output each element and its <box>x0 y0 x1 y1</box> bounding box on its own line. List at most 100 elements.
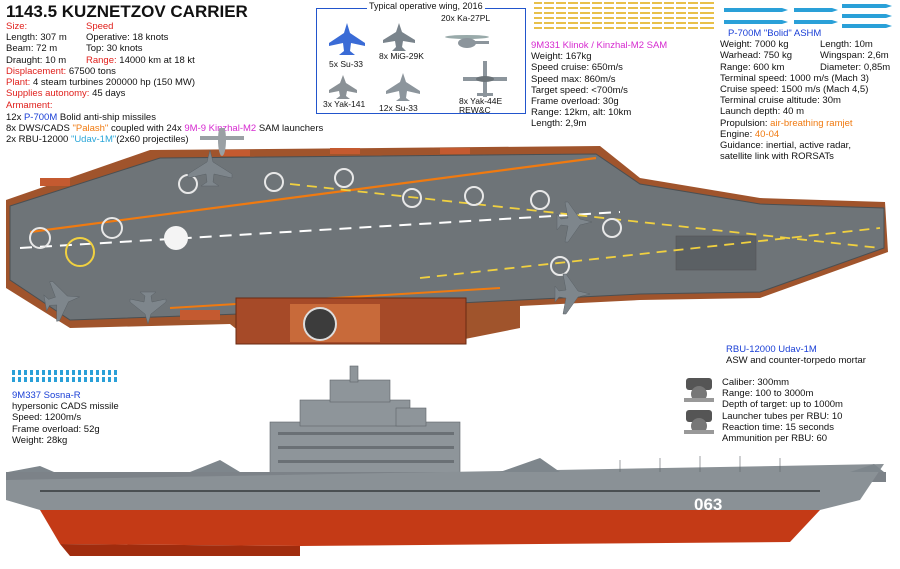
yak141-label: 3x Yak-141 <box>323 99 366 109</box>
p700-guidance-2: satellite link with RORSATs <box>720 151 834 163</box>
p700-terminal-alt: Terminal cruise altitude: 30m <box>720 95 841 107</box>
air-wing-title: Typical operative wing, 2016 <box>367 1 485 11</box>
rbu-tubes: Launcher tubes per RBU: 10 <box>722 410 843 422</box>
rbu-ammo: Ammunition per RBU: 60 <box>722 433 828 445</box>
p700-length: Length: 10m <box>820 39 873 51</box>
lower-hull-red <box>40 510 820 546</box>
sam-frame-overload: Frame overload: 30g <box>531 96 619 108</box>
displacement-label: Displacement: <box>6 65 67 77</box>
side-aircraft-4-icon <box>850 464 884 472</box>
deck-aircraft-1-icon <box>187 149 233 187</box>
angled-deck-line <box>29 156 597 234</box>
sosna-missile-icons <box>12 370 117 382</box>
armament-line1-post: Bolid anti-ship missiles <box>59 111 156 123</box>
radar-dome-icon <box>303 307 337 341</box>
rbu-depth: Depth of target: up to 1000m <box>722 399 843 411</box>
portholes <box>40 490 820 492</box>
armament-line1-pre: 12x <box>6 111 22 123</box>
rbu-header: RBU-12000 Udav-1M ASW and counter-torped… <box>726 344 866 366</box>
deck-circles <box>29 168 622 276</box>
yak44-icon <box>463 61 507 97</box>
island-top-view <box>235 297 467 345</box>
p700-weight: Weight: 7000 kg <box>720 39 789 51</box>
sam-range: Range: 12km, alt: 10km <box>531 107 632 119</box>
p700-propulsion-label: Propulsion: <box>720 117 768 129</box>
beam-spec: Beam: 72 m <box>6 43 58 55</box>
displacement-spec: 67500 tons <box>68 65 116 77</box>
p700-terminal-speed: Terminal speed: 1000 m/s (Mach 3) <box>720 72 869 84</box>
p700-engine-label: Engine: <box>720 128 753 140</box>
launch-dash-line-2 <box>419 227 881 279</box>
deck-aircraft-5-icon <box>129 291 167 325</box>
size-label: Size: <box>6 21 28 32</box>
range-spec: 14000 km at 18 kt <box>119 54 195 66</box>
ski-jump-grid <box>675 235 757 271</box>
carrier-top-view <box>6 128 888 345</box>
armament-line3-pre: 2x RBU-12000 <box>6 134 69 146</box>
ka27-label: 20x Ka-27PL <box>441 13 491 23</box>
p700-propulsion: air-breathing ramjet <box>770 117 853 129</box>
p700-diameter: Diameter: 0,85m <box>820 61 891 73</box>
armament-line3-post: (2x60 projectiles) <box>116 134 189 146</box>
p700-launch-depth: Launch depth: 40 m <box>720 106 804 118</box>
rbu-subtitle: ASW and counter-torpedo mortar <box>726 355 866 367</box>
range-label: Range: <box>86 54 117 66</box>
p700-title: P-700M "Bolid" ASHM <box>728 28 822 39</box>
su33-top-label: 5x Su-33 <box>329 59 364 69</box>
yak44-label: 8x Yak-44E REW&C <box>459 96 503 115</box>
flight-deck <box>9 153 885 321</box>
air-wing-box: Typical operative wing, 2016 5x Su-33 8x… <box>316 1 526 115</box>
p700-range: Range: 600 km <box>720 61 785 73</box>
plant-spec: 4 steam turbines 200000 hp (150 MW) <box>32 77 196 89</box>
speed-top-spec: Top: 30 knots <box>86 43 143 55</box>
su33-top-icon <box>329 23 365 55</box>
draught-spec: Draught: 10 m <box>6 54 67 66</box>
carrier-side-view: 063 <box>6 365 886 556</box>
hull-number: 063 <box>694 495 722 514</box>
length-spec: Length: 307 m <box>6 32 67 44</box>
rbu-title: RBU-12000 Udav-1M <box>726 344 817 355</box>
side-aircraft-1-icon <box>8 466 54 472</box>
speed-label: Speed <box>86 21 114 32</box>
page-title: 1143.5 KUZNETZOV CARRIER <box>6 2 248 21</box>
sam-speed-cruise: Speed cruise: 650m/s <box>531 62 623 74</box>
island-windows <box>278 432 454 463</box>
armament-line2-post: SAM launchers <box>258 122 324 134</box>
deck-aircraft-2-icon <box>556 201 593 243</box>
su33-bottom-label: 12x Su-33 <box>379 103 418 113</box>
rbu-launcher-icons <box>684 378 714 434</box>
sosna-title: 9M337 Sosna-R <box>12 390 81 401</box>
rbu-reaction: Reaction time: 15 seconds <box>722 421 834 433</box>
ka27-icon <box>445 35 489 48</box>
armament-line2-pre: 8x DWS/CADS <box>6 122 70 134</box>
rbu-range: Range: 100 to 3000m <box>722 388 814 400</box>
p700-warhead: Warhead: 750 kg <box>720 50 792 62</box>
deck-helicopter-icon <box>200 128 244 156</box>
armament-label: Armament: <box>6 100 53 112</box>
center-dash-line <box>19 211 621 249</box>
air-wing-aircraft <box>329 23 507 101</box>
p700-block: P-700M "Bolid" ASHM Weight: 7000 kg Lengt… <box>720 28 890 162</box>
mig29-label: 8x MiG-29K <box>379 51 424 61</box>
sosna-overload: Frame overload: 52g <box>12 423 100 435</box>
side-aircraft-3-icon <box>500 458 560 472</box>
supplies-spec: 45 days <box>92 88 126 100</box>
deck-railings <box>619 456 781 472</box>
rbu-caliber: Caliber: 300mm <box>722 377 790 388</box>
mig29-icon <box>383 23 415 51</box>
sam-weight: Weight: 167kg <box>531 51 592 63</box>
deck-aircraft <box>43 149 593 325</box>
armament-p700-name: P-700M <box>23 111 58 123</box>
su33-bottom-icon <box>386 73 420 101</box>
sosna-block: 9M337 Sosna-R hypersonic CADS missile Sp… <box>12 390 119 446</box>
landing-spot-icon <box>164 226 188 250</box>
p700-engine: 40-04 <box>754 128 780 140</box>
armament-line2-mid: coupled with 24x <box>110 122 182 134</box>
sam-length: Length: 2,9m <box>531 118 587 130</box>
yak141-icon <box>329 75 357 99</box>
launch-dash-line-1 <box>289 183 881 249</box>
side-aircraft-2-icon <box>190 460 240 472</box>
armament-udav-name: "Udav-1M" <box>70 134 117 146</box>
sam-block: 9M331 Klinok / Kinzhal-M2 SAM Weight: 16… <box>531 40 667 130</box>
